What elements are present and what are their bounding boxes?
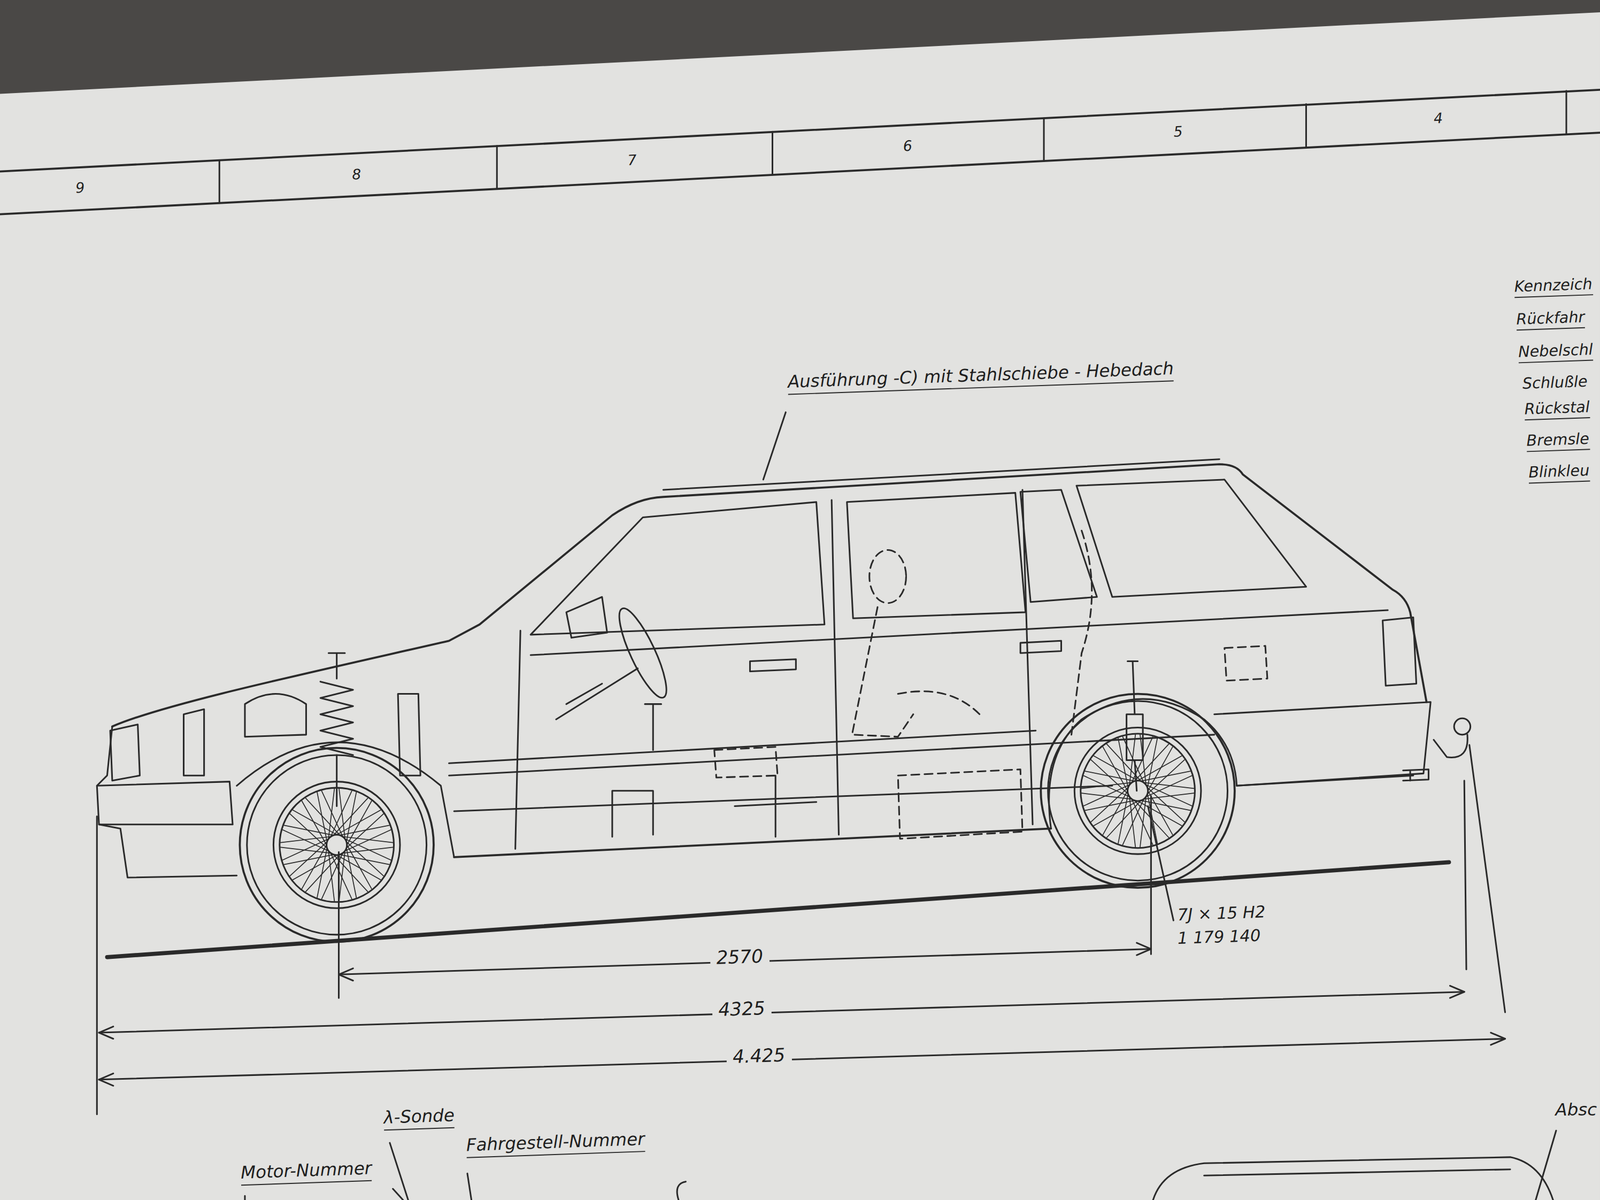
wheel-spoke [328,850,335,902]
wheel-spoke [1122,736,1144,783]
grid-number: 9 [74,179,86,197]
lamp-label: Rückstal [1524,398,1590,421]
wheel-spoke [1129,796,1136,848]
lamp-label: Bremsle [1526,430,1590,453]
lamp-label: Nebelschl [1518,341,1594,364]
wheel-spoke [317,848,328,898]
wheel-spoke [1102,790,1128,835]
grid-number: 5 [1173,122,1184,141]
wheel-spoke [1131,798,1153,845]
wheel-spoke [1093,756,1138,781]
wheel-spoke [346,792,357,842]
dimension: 4325 [711,997,772,1021]
wheel-spoke [1147,787,1185,822]
lamp-label: Kennzeich [1513,275,1593,299]
wheel-spoke [339,788,345,840]
wheel-spoke [330,852,352,899]
wheel-spoke [1134,743,1169,781]
lamp-label: Schlußle [1521,373,1588,394]
wheel-spoke [344,839,391,860]
callout-label: Absc [1555,1100,1597,1120]
wheel-spoke [1106,743,1142,781]
wheel-spoke [1147,738,1158,788]
dimension: 4.425 [726,1044,792,1069]
wheel-spoke [283,825,334,836]
wheel-spoke [340,825,390,836]
wheel-spoke [1090,787,1128,822]
grid-number: 4 [1433,109,1444,127]
wheel-spec: 7J × 15 H2 [1177,903,1266,926]
grid-number: 6 [902,137,913,155]
wheel-spoke [282,839,329,860]
wheel-spoke [1140,734,1146,786]
grid-number: 7 [627,151,638,169]
wheel-spoke [292,810,337,835]
wheel-spoke [289,841,327,876]
wheel-spoke [280,836,332,843]
lamp-label: Rückfahr [1516,309,1586,332]
wheel-spoke [342,847,394,853]
wheel-spoke [1145,785,1192,806]
grid-number: 8 [351,165,363,183]
wheel-spoke [1141,771,1191,782]
wheel-spoke [305,798,341,836]
wheel-spoke [301,844,327,889]
wheel-spoke [346,841,384,876]
dimension: 2570 [709,945,770,969]
wheel-spoke [1085,771,1135,782]
wheel-spoke [321,790,343,837]
wheel-spoke [1083,785,1130,806]
wheel-spoke [1118,794,1129,844]
callout-label: Motor-Nummer [240,1158,373,1186]
part-number: 1 179 140 [1177,926,1261,949]
wheel-spoke [1081,782,1133,789]
lamp-label: Blinkleu [1528,462,1590,484]
callout-label: λ-Sonde [383,1105,456,1131]
wheel-spoke [333,798,368,836]
